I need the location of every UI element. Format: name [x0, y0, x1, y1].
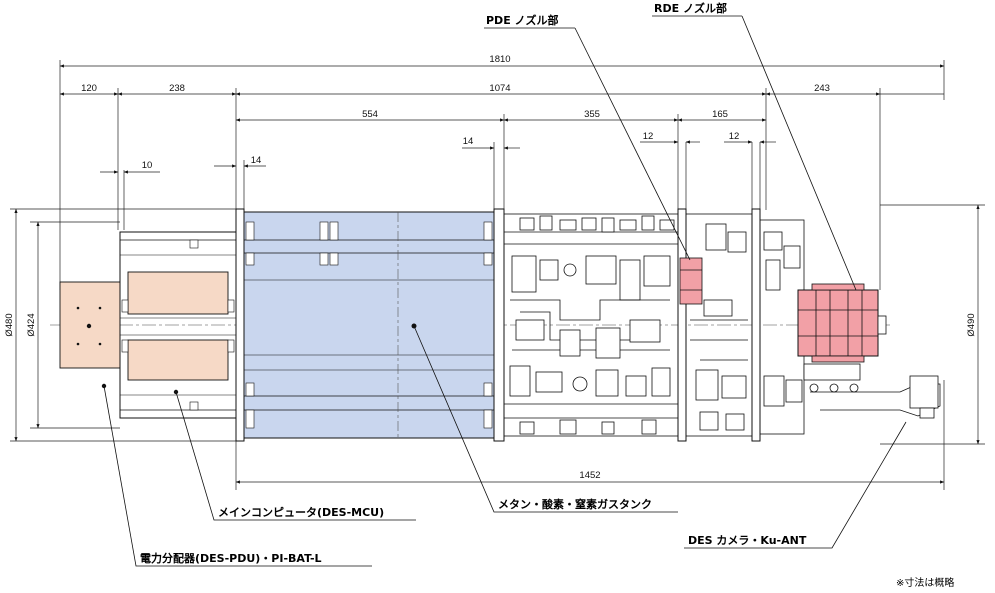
dim-10: 10: [142, 160, 153, 171]
dim-424: Ø424: [26, 313, 37, 336]
leader-lines: [103, 15, 907, 567]
approx-dimension-note: ※寸法は概略: [896, 576, 954, 589]
callout-gas-tank: メタン・酸素・窒素ガスタンク: [498, 497, 652, 511]
dim-12-b: 12: [729, 131, 740, 142]
callout-main-computer: メインコンピュータ(DES-MCU): [218, 506, 384, 519]
dim-165: 165: [712, 109, 728, 120]
dim-12-a: 12: [643, 131, 654, 142]
leader-dot-pdu: [101, 383, 107, 389]
pde-nozzle-section: [679, 213, 753, 437]
gas-tank-section: [243, 211, 495, 439]
dim-1074: 1074: [489, 83, 510, 94]
dim-480: Ø480: [4, 313, 15, 336]
dim-243: 243: [814, 83, 830, 94]
dim-1452: 1452: [579, 470, 600, 481]
callout-pde-nozzle: PDE ノズル部: [486, 13, 559, 27]
dim-14-left: 14: [251, 155, 262, 166]
dim-355: 355: [584, 109, 600, 120]
rde-section: [759, 219, 941, 435]
callout-des-camera: DES カメラ・Ku-ANT: [688, 534, 807, 547]
callout-power-distributor: 電力分配器(DES-PDU)・PI-BAT-L: [140, 551, 322, 565]
dim-1810: 1810: [489, 54, 510, 65]
dim-238: 238: [169, 83, 185, 94]
pde-plumbing-section: [503, 213, 679, 437]
diameter-lines: [10, 204, 985, 445]
callout-rde-nozzle: RDE ノズル部: [654, 1, 727, 15]
leader-dot-mcu: [173, 389, 179, 395]
dim-490: Ø490: [966, 313, 977, 336]
dim-14-mid: 14: [463, 136, 474, 147]
pdu-section: [59, 231, 237, 419]
dim-120: 120: [81, 83, 97, 94]
dim-554: 554: [362, 109, 378, 120]
